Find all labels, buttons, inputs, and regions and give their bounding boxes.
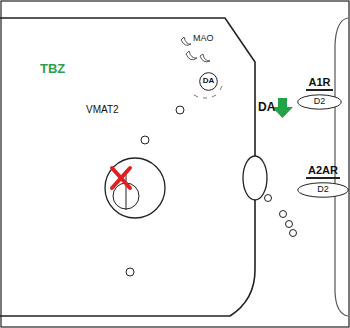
vesicle (105, 158, 165, 218)
mitochondrion (186, 51, 197, 60)
dash (203, 98, 207, 99)
small-vesicle (176, 106, 184, 114)
cross-stroke (112, 168, 130, 188)
enzyme-label: MAO (193, 34, 214, 44)
dopamine-molecule (280, 211, 287, 218)
dash (212, 95, 216, 97)
dopamine-molecule (290, 230, 297, 237)
vesicles (105, 106, 297, 276)
dopamine-circle: DA (199, 72, 218, 91)
mitochondrion (181, 37, 191, 45)
dash (194, 95, 198, 97)
receptor-subtype: D2 (297, 182, 349, 195)
receptor: A1RD2 (297, 72, 342, 110)
mitochondrion (200, 54, 210, 62)
molecule-name: DA (203, 77, 215, 86)
transmitter-label: DA (258, 101, 275, 114)
circle-outline (200, 73, 218, 91)
dopamine-molecule (286, 221, 293, 228)
receptor-ellipse: D2 (297, 94, 342, 110)
cross-stroke (112, 168, 130, 188)
dash (220, 86, 222, 90)
transporter-line (126, 170, 127, 210)
receptor-ellipse: D2 (297, 182, 349, 198)
dopamine-molecule (265, 195, 272, 202)
presynaptic-terminal (0, 18, 255, 316)
ellipse-outline (298, 95, 341, 109)
block-cross (112, 168, 130, 188)
receptor-name: A1R (306, 76, 332, 91)
small-vesicle (126, 268, 134, 276)
receptor: A2AR D2 (297, 160, 349, 198)
docked-vesicle (243, 156, 267, 200)
receptor-subtype: D2 (297, 94, 342, 107)
drug-label: TBZ (40, 62, 65, 76)
ellipse-outline (298, 183, 348, 197)
receptor-name: A2AR (306, 164, 340, 179)
small-vesicle (141, 136, 149, 144)
transporter-label: VMAT2 (86, 104, 119, 115)
